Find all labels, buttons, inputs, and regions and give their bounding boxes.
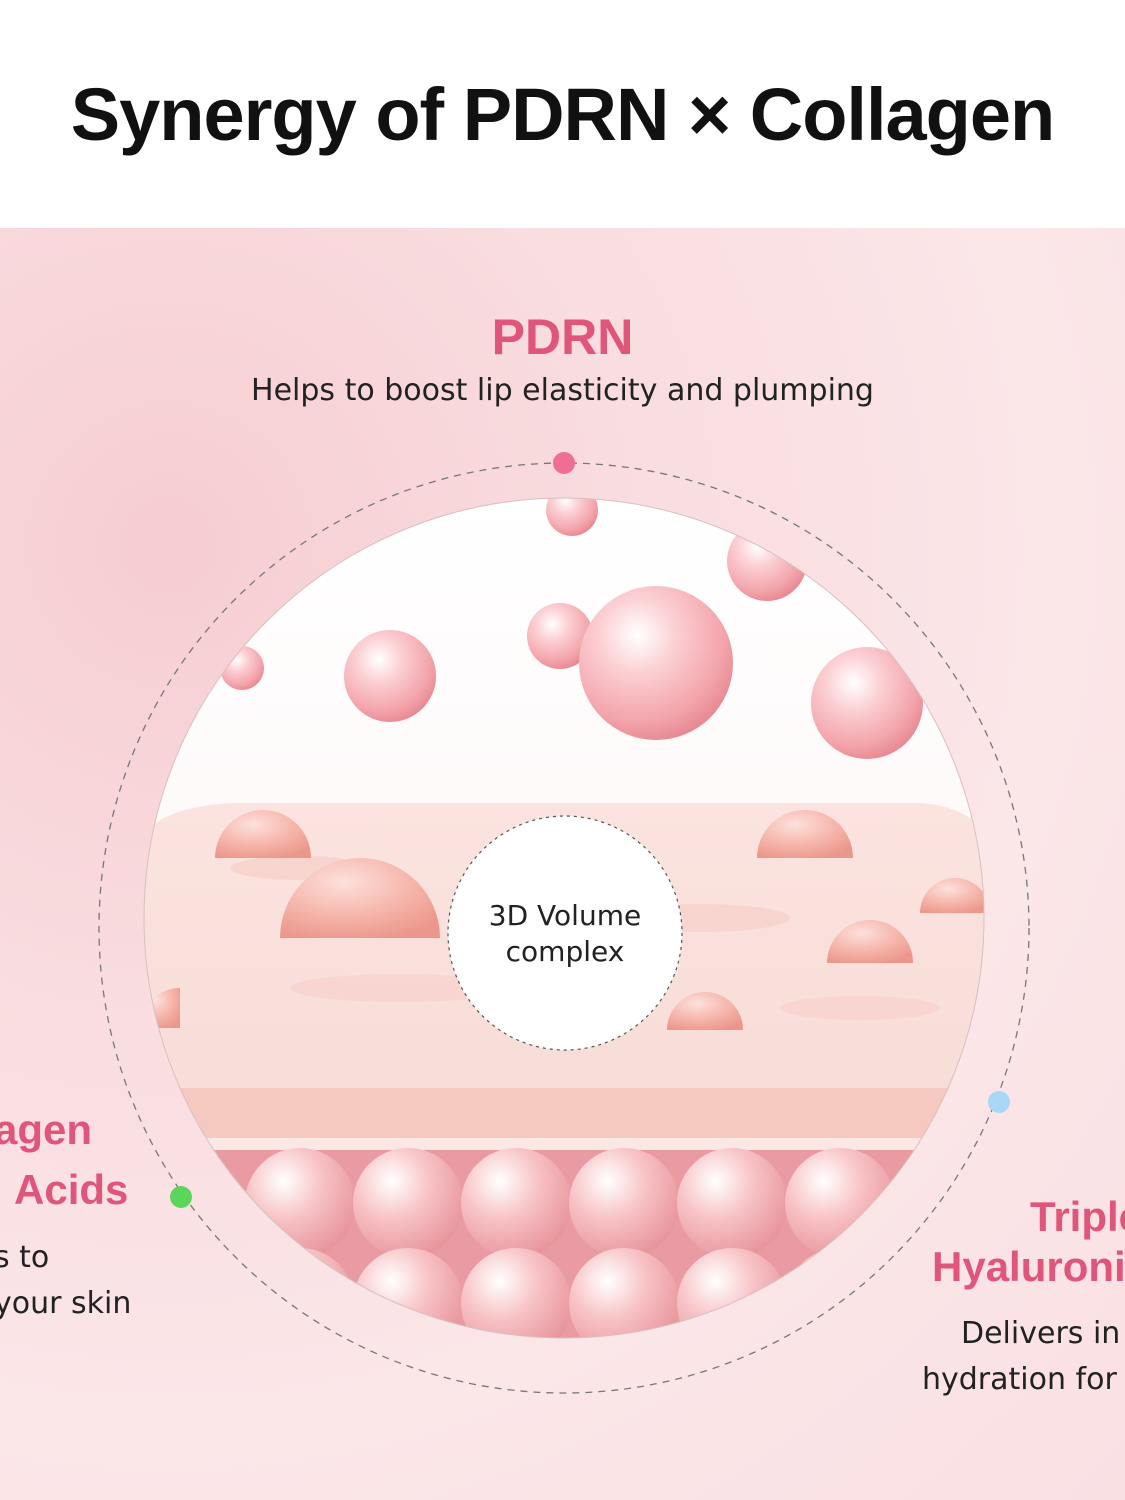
right-ingredient-title-2: Hyaluronic — [932, 1243, 1125, 1290]
left-ingredient-title-1: agen — [0, 1106, 93, 1153]
header: Synergy of PDRN × Collagen — [0, 0, 1125, 228]
pdrn-dot — [553, 452, 575, 474]
right-ingredient-desc-1: Delivers in — [961, 1316, 1121, 1351]
left-ingredient-dot — [170, 1186, 192, 1208]
page-title: Synergy of PDRN × Collagen — [70, 72, 1055, 156]
right-ingredient-title-1: Triple — [1030, 1193, 1125, 1240]
right-ingredient-desc-2: hydration for — [922, 1362, 1117, 1397]
pdrn-title: PDRN — [491, 309, 634, 365]
pdrn-description: Helps to boost lip elasticity and plumpi… — [251, 373, 874, 408]
volume-label-line1: 3D Volume — [488, 899, 642, 932]
right-ingredient-dot — [988, 1091, 1010, 1113]
skin-illustration — [98, 452, 1030, 1394]
left-ingredient-desc-2: your skin — [0, 1286, 132, 1321]
left-ingredient-title-2: Acids — [14, 1166, 129, 1213]
left-ingredient-desc-1: s to — [0, 1240, 50, 1275]
volume-label-line2: complex — [505, 935, 625, 968]
ingredient-panel: PDRN Helps to boost lip elasticity and p… — [0, 228, 1125, 1500]
volume-complex-circle — [447, 815, 683, 1051]
pdrn-bubbles — [220, 498, 923, 759]
volume-complex-label: 3D Volume complex — [450, 898, 680, 970]
